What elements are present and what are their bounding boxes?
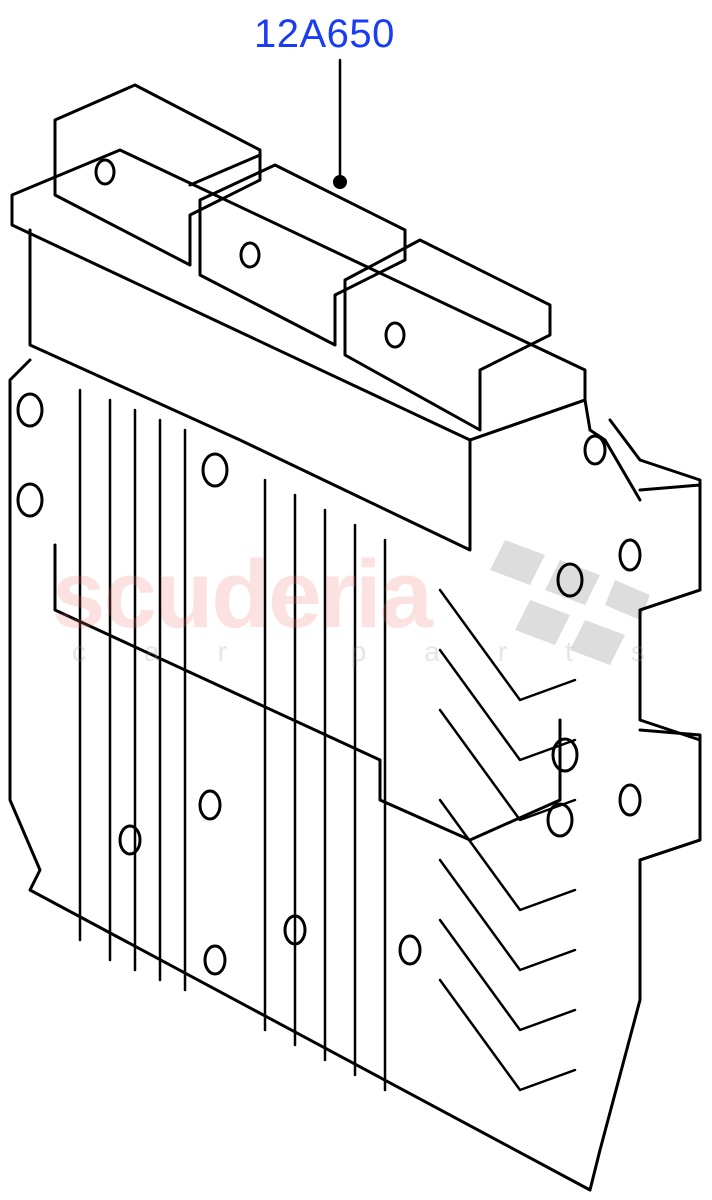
housing-front-face [28, 228, 472, 552]
mounting-tab-upper [618, 483, 702, 612]
watermark-brand: scuderia [52, 541, 433, 648]
housing-top-cover [10, 148, 587, 442]
connector-2 [198, 163, 407, 347]
connector-1 [53, 83, 262, 267]
mounting-bosses [16, 392, 607, 976]
connector-3 [343, 238, 552, 432]
watermark-tagline: car parts [72, 636, 703, 667]
cooling-fins-left [78, 388, 387, 1092]
callout-dot [333, 175, 347, 189]
mounting-tab-lower [618, 728, 702, 862]
part-number-callout[interactable]: 12A650 [254, 12, 395, 56]
crossbar [53, 543, 562, 842]
cooling-fins-right [438, 588, 577, 1092]
